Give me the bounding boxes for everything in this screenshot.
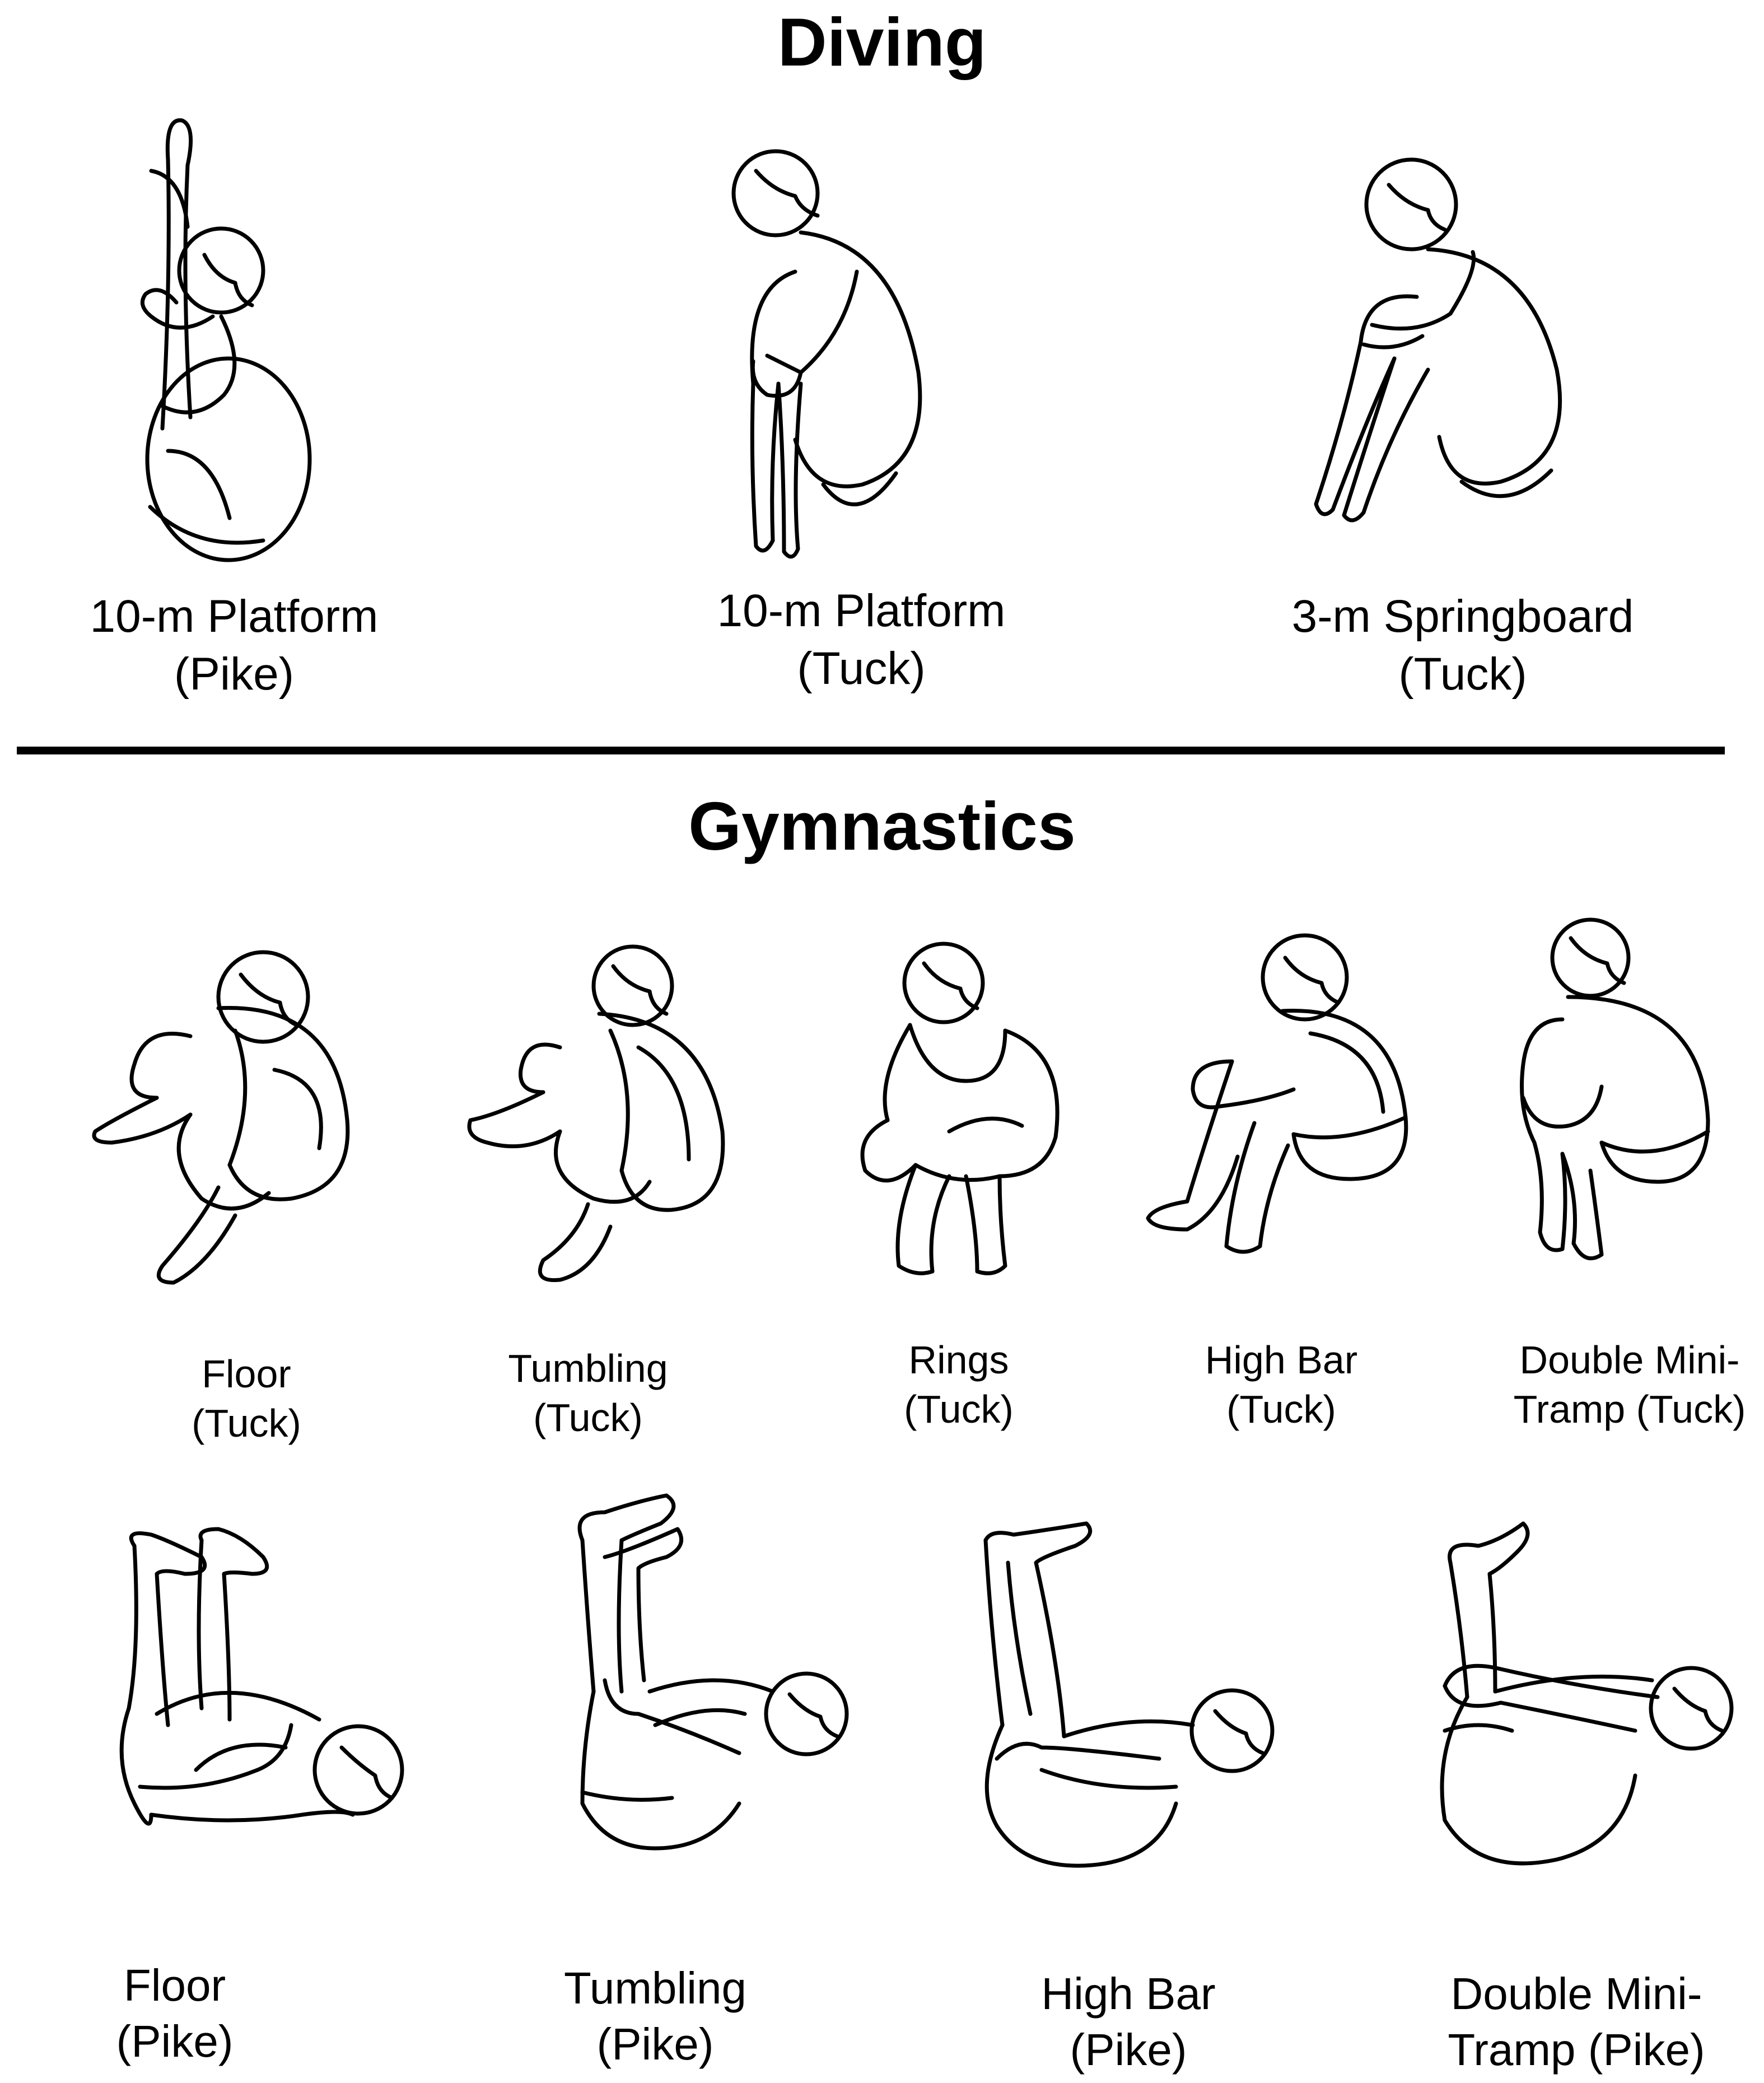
gymnast-pike-icon bbox=[571, 1490, 862, 1871]
gymnast-tuck-icon bbox=[90, 950, 358, 1288]
caption-high-bar-tuck: High Bar (Tuck) bbox=[1205, 1338, 1358, 1431]
diver-pike-icon bbox=[84, 115, 312, 563]
caption-10m-platform-pike: 10-m Platform (Pike) bbox=[90, 591, 379, 700]
caption-high-bar-pike: High Bar (Pike) bbox=[1041, 1969, 1216, 2075]
gymnastics-title: Gymnastics bbox=[688, 788, 1076, 864]
caption-floor-pike: Floor (Pike) bbox=[116, 1960, 234, 2066]
diving-title: Diving bbox=[777, 4, 987, 80]
caption-10m-platform-tuck: 10-m Platform (Tuck) bbox=[717, 585, 1006, 694]
gymnast-tuck-icon bbox=[465, 944, 734, 1288]
caption-3m-springboard-tuck: 3-m Springboard (Tuck) bbox=[1291, 591, 1634, 700]
section-divider bbox=[17, 747, 1725, 754]
gymnast-pike-icon bbox=[980, 1521, 1282, 1876]
gymnast-pike-icon bbox=[1434, 1518, 1736, 1876]
caption-rings-tuck: Rings (Tuck) bbox=[904, 1338, 1014, 1431]
gymnast-tuck-icon bbox=[1512, 917, 1725, 1277]
caption-tumbling-pike: Tumbling (Pike) bbox=[563, 1963, 747, 2069]
gymnast-tuck-icon bbox=[854, 941, 1072, 1283]
diver-tuck-icon bbox=[728, 148, 941, 563]
gymnast-pike-icon bbox=[118, 1523, 414, 1871]
diver-tuck-icon bbox=[1310, 157, 1574, 538]
gymnast-tuck-icon bbox=[1142, 933, 1434, 1269]
caption-double-mini-tramp-pike: Double Mini- Tramp (Pike) bbox=[1448, 1969, 1705, 2075]
caption-double-mini-tramp-tuck: Double Mini- Tramp (Tuck) bbox=[1513, 1338, 1746, 1431]
caption-tumbling-tuck: Tumbling (Tuck) bbox=[508, 1346, 668, 1439]
caption-floor-tuck: Floor (Tuck) bbox=[192, 1352, 301, 1445]
